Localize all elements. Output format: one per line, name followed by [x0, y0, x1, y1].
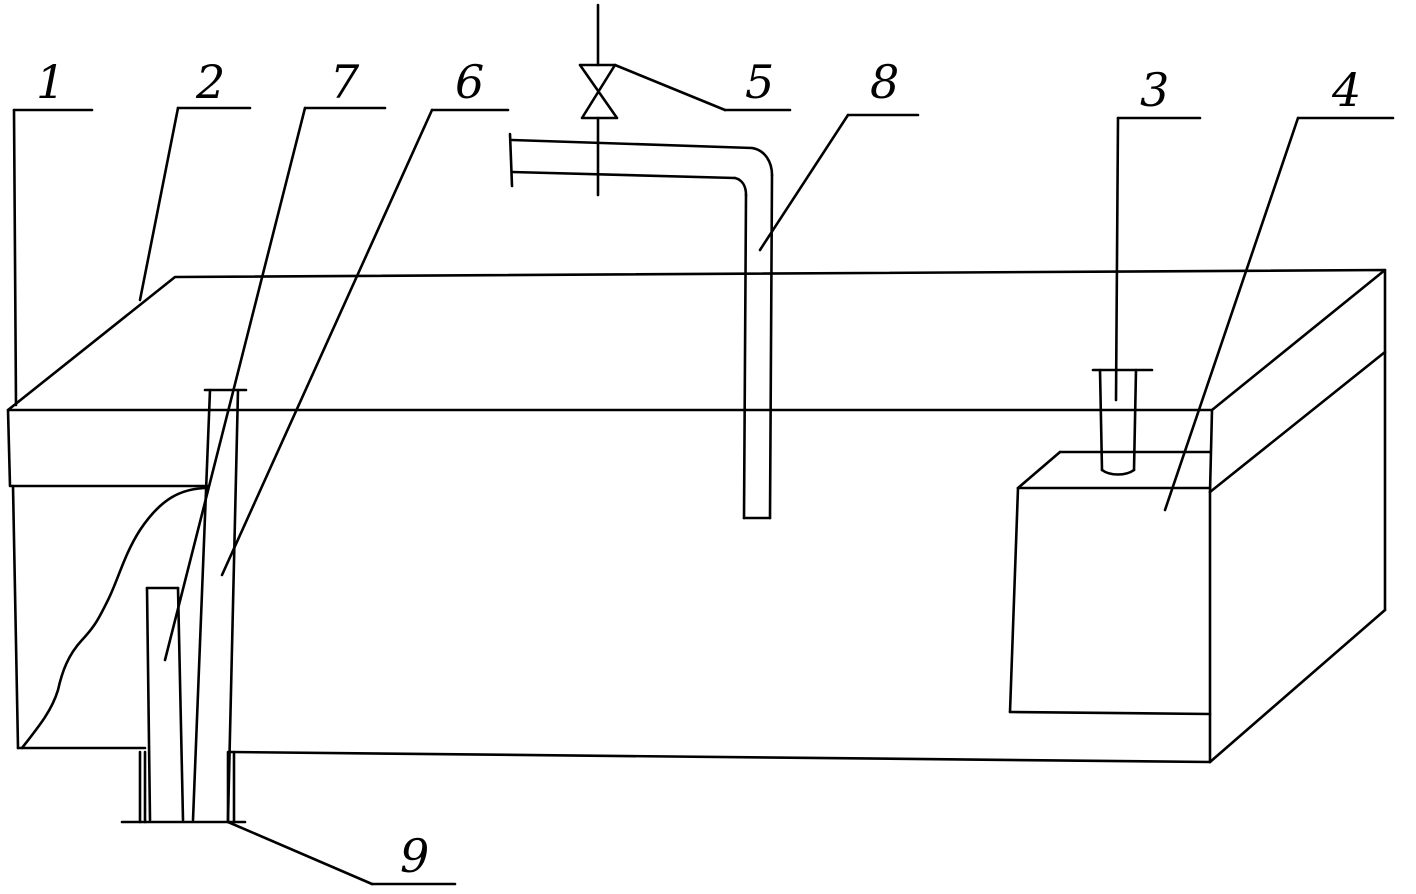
label-3: 3	[1140, 63, 1169, 117]
pipe-3	[1091, 368, 1154, 476]
lid-front-band	[6, 408, 210, 488]
bottom-fitting-9	[120, 750, 247, 824]
label-6: 6	[455, 55, 484, 109]
label-1: 1	[36, 55, 65, 109]
inner-box-4	[1008, 450, 1212, 716]
label-2: 2	[195, 55, 225, 109]
body-side-bottom	[1208, 608, 1387, 764]
leader-lines	[12, 63, 1395, 886]
body-bottom	[228, 750, 1212, 764]
pipe-7	[145, 586, 185, 822]
label-8: 8	[870, 55, 899, 109]
label-4: 4	[1331, 63, 1361, 117]
tank-body	[6, 268, 1387, 764]
pipe-6	[191, 388, 248, 822]
body-left-edge	[11, 484, 20, 750]
inlet-pipe-8	[508, 132, 774, 520]
valve-5	[578, 3, 619, 197]
label-7: 7	[330, 55, 360, 109]
lid-band-side-bottom	[1208, 350, 1387, 494]
label-9: 9	[400, 829, 429, 883]
cutaway-line	[20, 486, 210, 750]
label-5: 5	[745, 55, 774, 109]
lid-band-right	[1208, 408, 1214, 494]
